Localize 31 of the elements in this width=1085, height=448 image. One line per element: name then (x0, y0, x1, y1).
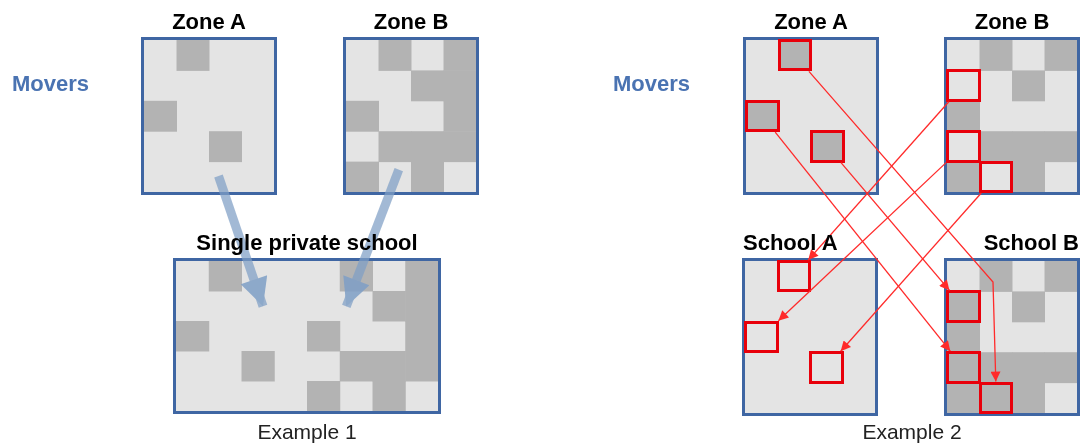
highlighted-cell (777, 39, 812, 72)
highlighted-cell (745, 99, 780, 133)
arrow (214, 174, 268, 308)
movers-label: Movers (613, 71, 691, 97)
highlighted-cell (946, 69, 981, 102)
arrow (342, 168, 403, 308)
example-caption: Example 1 (257, 420, 357, 444)
highlighted-cell (776, 260, 811, 293)
arrow (808, 70, 1001, 383)
movers-label: Movers (12, 71, 90, 97)
arrow (840, 192, 982, 352)
highlighted-cell (946, 351, 981, 384)
highlighted-cell (946, 290, 981, 323)
grid-heading: School B (983, 230, 1079, 256)
highlighted-cell (946, 130, 981, 163)
grid-heading: Zone B (974, 9, 1050, 35)
grid-heading: Zone B (373, 9, 449, 35)
grid-heading: Single private school (196, 230, 418, 256)
highlighted-cell (810, 130, 845, 163)
highlighted-cell (978, 381, 1013, 414)
arrow (777, 161, 947, 322)
arrow (774, 131, 951, 352)
grid-heading: School A (743, 230, 838, 256)
highlighted-cell (744, 320, 779, 354)
arrow (840, 161, 951, 292)
example-caption: Example 2 (862, 420, 962, 444)
grid-heading: Zone A (774, 9, 848, 35)
highlighted-cell (809, 351, 844, 384)
grid-heading: Zone A (172, 9, 246, 35)
highlighted-cell (978, 160, 1013, 193)
arrow (807, 101, 950, 261)
